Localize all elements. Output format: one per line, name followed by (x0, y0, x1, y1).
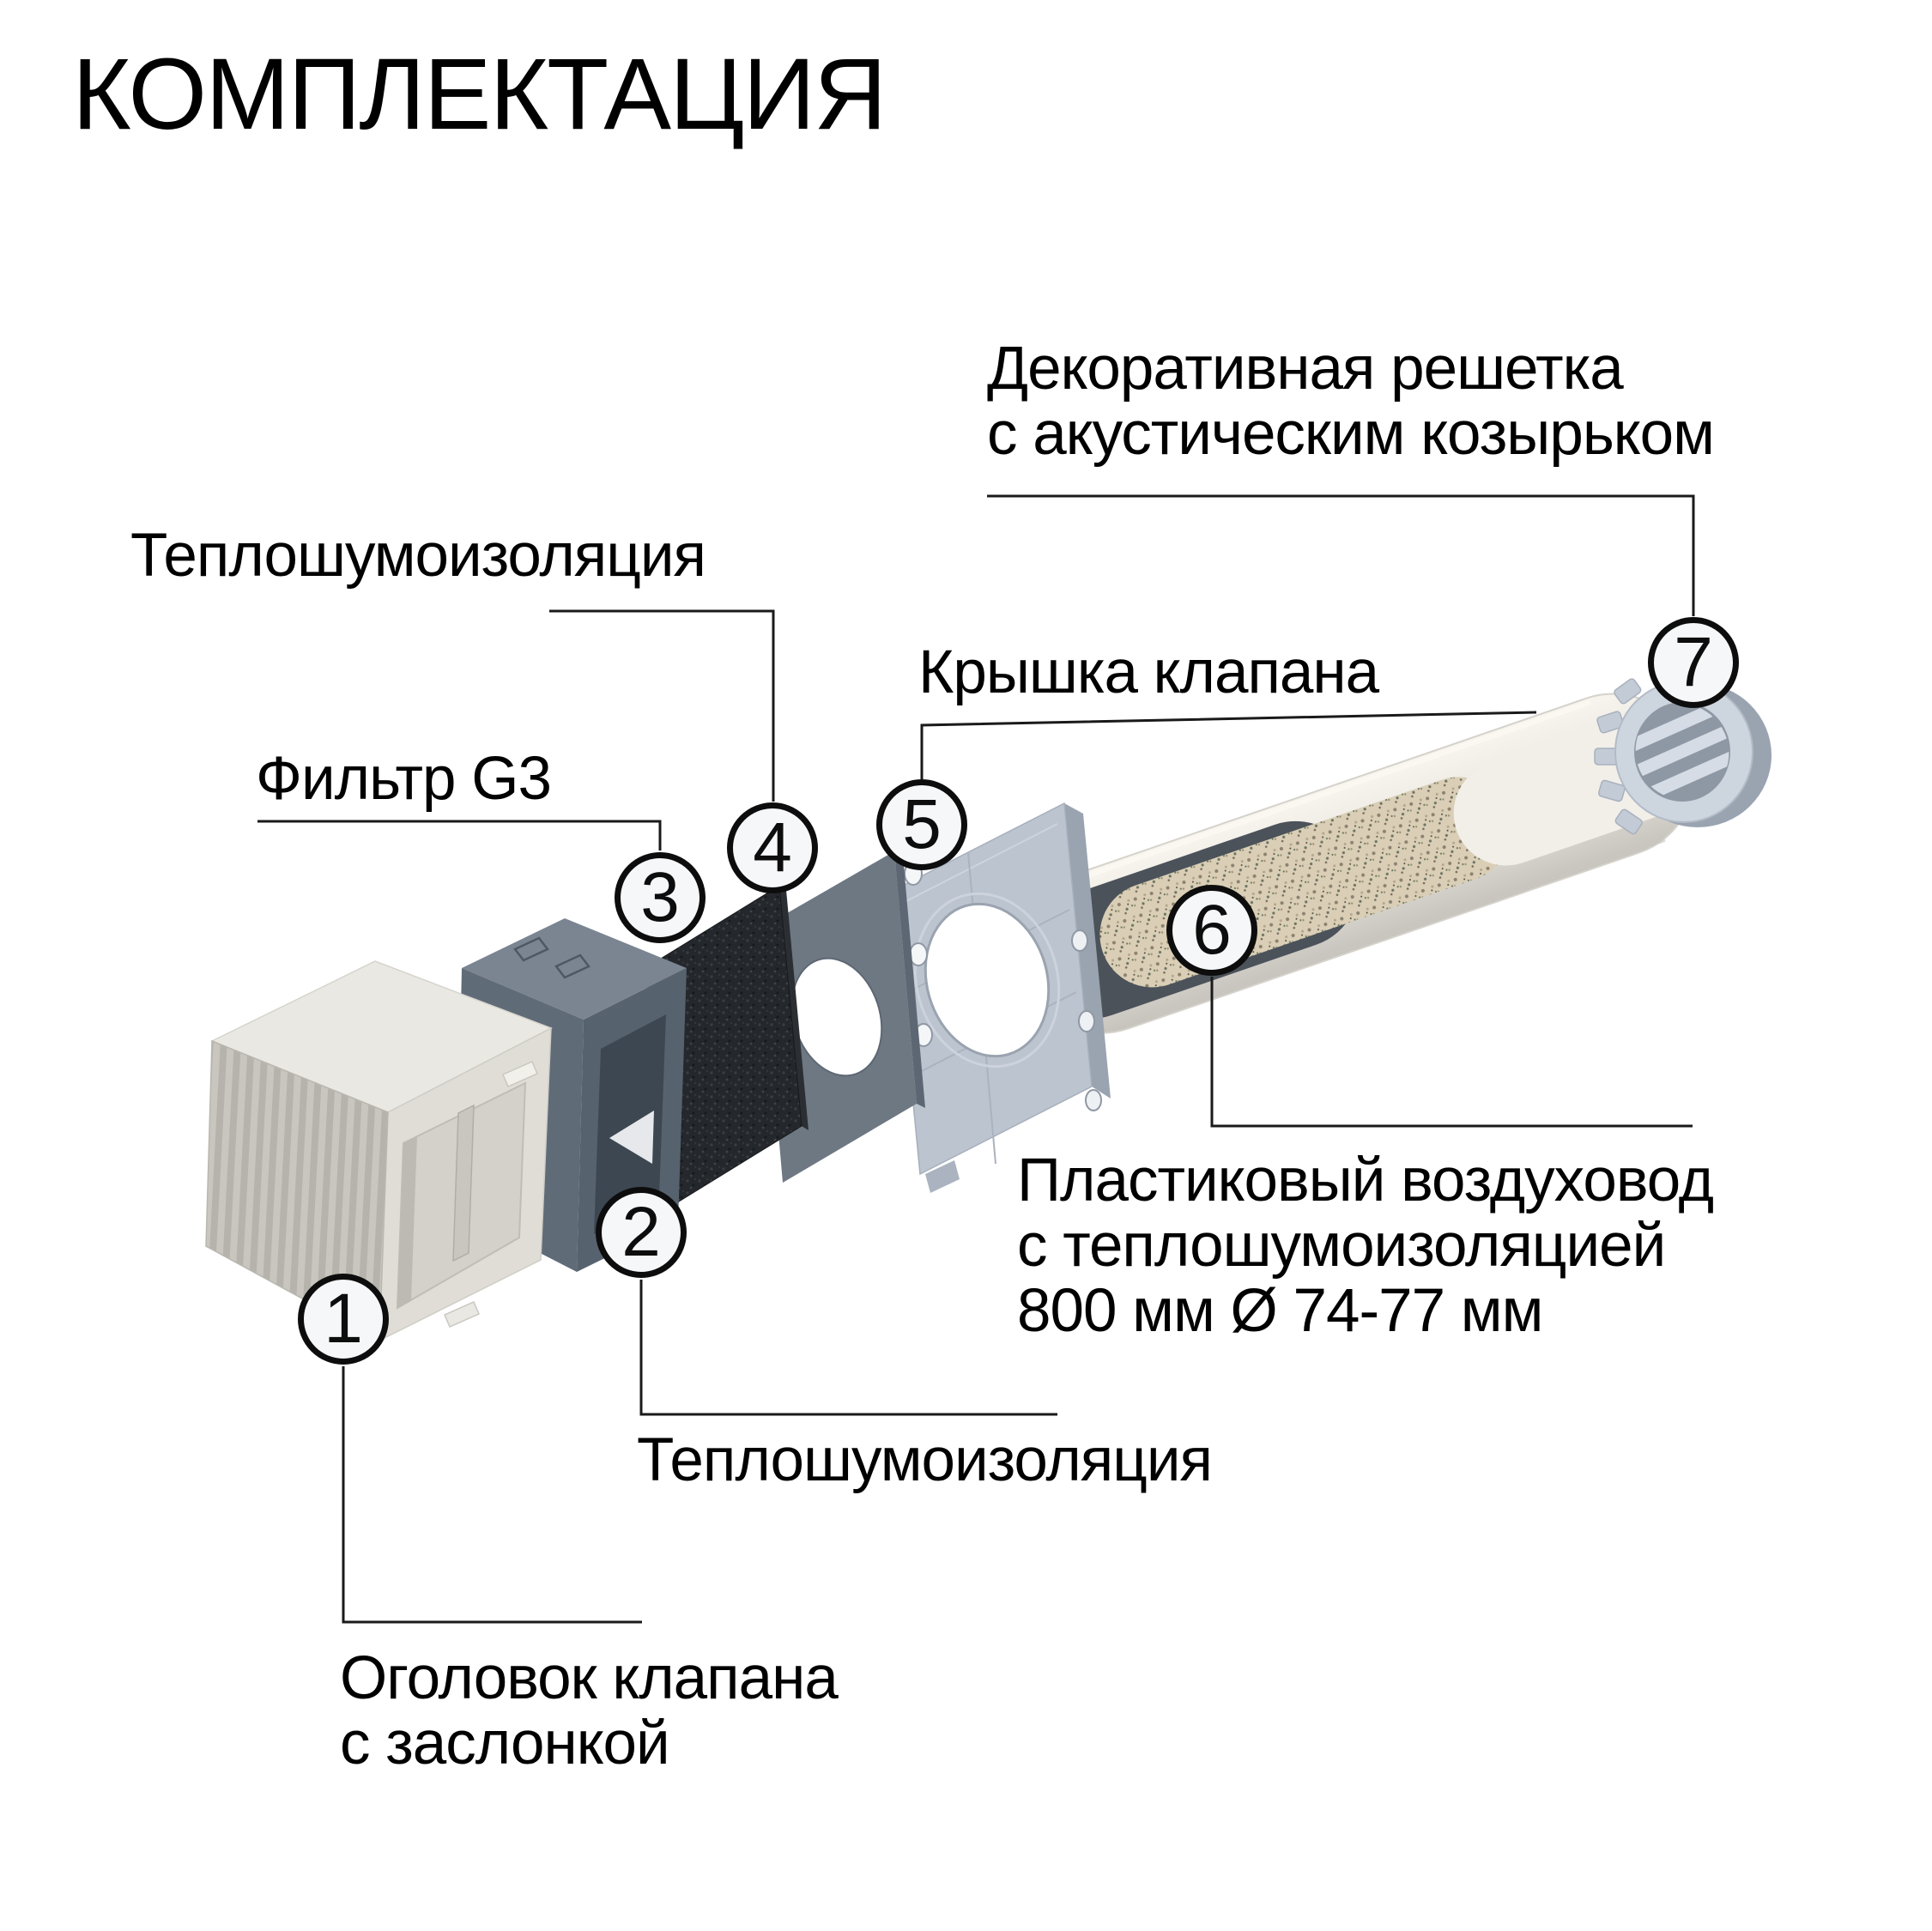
callout-5-valve-cover: 5 (876, 779, 967, 870)
callout-3-filter: 3 (615, 852, 706, 943)
label-line: Оголовок клапана (340, 1644, 839, 1712)
callout-4-insulation-plate: 4 (727, 802, 818, 893)
leader-head (342, 1366, 642, 1624)
label-line: Декоративная решетка (987, 335, 1624, 403)
leader-filter (257, 820, 662, 850)
callout-number: 4 (753, 808, 792, 887)
part-filter (645, 885, 809, 1209)
part-head-box (205, 960, 553, 1342)
callout-number: 7 (1674, 623, 1713, 701)
label-insulation-top: Теплошумоизоляция (130, 524, 706, 589)
label-grille: Декоративная решетка с акустическим козы… (987, 335, 1715, 468)
callout-number: 6 (1192, 891, 1232, 969)
label-line: с теплошумоизоляцией (1017, 1211, 1666, 1280)
callout-number: 2 (621, 1193, 661, 1271)
leader-lines (257, 494, 1695, 1624)
label-line: Пластиковый воздуховод (1017, 1147, 1714, 1214)
callout-number: 5 (902, 785, 942, 863)
leader-valve-cover (920, 711, 1537, 779)
callout-6-duct: 6 (1166, 885, 1257, 976)
label-filter: Фильтр G3 (256, 745, 552, 813)
label-line: с заслонкой (340, 1709, 670, 1777)
page-title: КОМПЛЕКТАЦИЯ (72, 38, 887, 151)
label-line: Фильтр G3 (256, 745, 552, 813)
label-line: Теплошумоизоляция (637, 1426, 1213, 1494)
label-line: Теплошумоизоляция (130, 522, 706, 590)
label-insulation-bottom: Теплошумоизоляция (637, 1426, 1213, 1494)
label-valve-cover: Крышка клапана (918, 639, 1379, 706)
label-line: 800 мм Ø 74-77 мм (1017, 1276, 1543, 1345)
callout-7-grille: 7 (1648, 617, 1739, 708)
callout-2-insulation: 2 (596, 1187, 687, 1278)
part-grille (1594, 678, 1772, 835)
leader-grille (987, 494, 1695, 616)
label-line: Крышка клапана (918, 639, 1379, 706)
label-line: с акустическим козырьком (987, 399, 1715, 468)
leader-insulation-bottom (639, 1280, 1057, 1416)
callout-1-head: 1 (298, 1274, 389, 1365)
callout-number: 1 (324, 1280, 363, 1358)
label-head: Оголовок клапана с заслонкой (340, 1644, 839, 1777)
label-duct: Пластиковый воздуховод с теплошумоизоляц… (1017, 1147, 1714, 1345)
leader-insulation-top (549, 609, 775, 802)
leader-duct (1210, 977, 1693, 1128)
callout-number: 3 (640, 858, 680, 936)
